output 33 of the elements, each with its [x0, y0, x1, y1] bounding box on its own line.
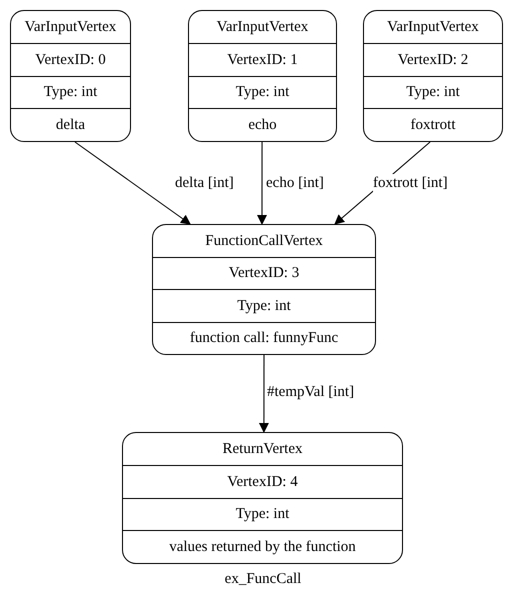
- record-field: Type: int: [237, 296, 291, 315]
- record-node: [122, 432, 403, 564]
- record-node: [188, 10, 337, 142]
- edge-label: delta [int]: [175, 174, 234, 192]
- record-field: values returned by the function: [169, 538, 356, 556]
- record-field: VertexID: 3: [228, 264, 300, 282]
- record-node: [152, 224, 376, 355]
- record-field: VertexID: 1: [227, 50, 298, 69]
- edge-label: foxtrott [int]: [373, 174, 448, 192]
- record-field: FunctionCallVertex: [205, 232, 323, 250]
- record-node: [10, 10, 131, 142]
- arrow: [74, 142, 191, 225]
- record-field: Type: int: [44, 83, 98, 102]
- arrow: [257, 142, 267, 225]
- record-field: VarInputVertex: [24, 18, 116, 36]
- record-field: function call: funnyFunc: [190, 329, 338, 348]
- caption: ex_FuncCall: [224, 570, 302, 588]
- record-field: ReturnVertex: [222, 440, 302, 458]
- record-field: VertexID: 2: [398, 50, 468, 69]
- record-field: Type: int: [406, 83, 460, 102]
- record-field: VarInputVertex: [387, 18, 479, 36]
- edge-label: echo [int]: [266, 174, 324, 192]
- record-field: echo: [248, 116, 277, 134]
- edge-label: #tempVal [int]: [267, 383, 354, 401]
- arrow: [258, 354, 269, 433]
- record-field: VarInputVertex: [216, 18, 308, 36]
- record-field: Type: int: [236, 505, 290, 524]
- record-field: VertexID: 0: [35, 50, 106, 69]
- record-field: foxtrott: [410, 116, 456, 134]
- record-node: [363, 10, 503, 142]
- record-field: VertexID: 4: [227, 472, 298, 491]
- record-field: Type: int: [236, 83, 290, 102]
- record-field: delta: [56, 116, 86, 134]
